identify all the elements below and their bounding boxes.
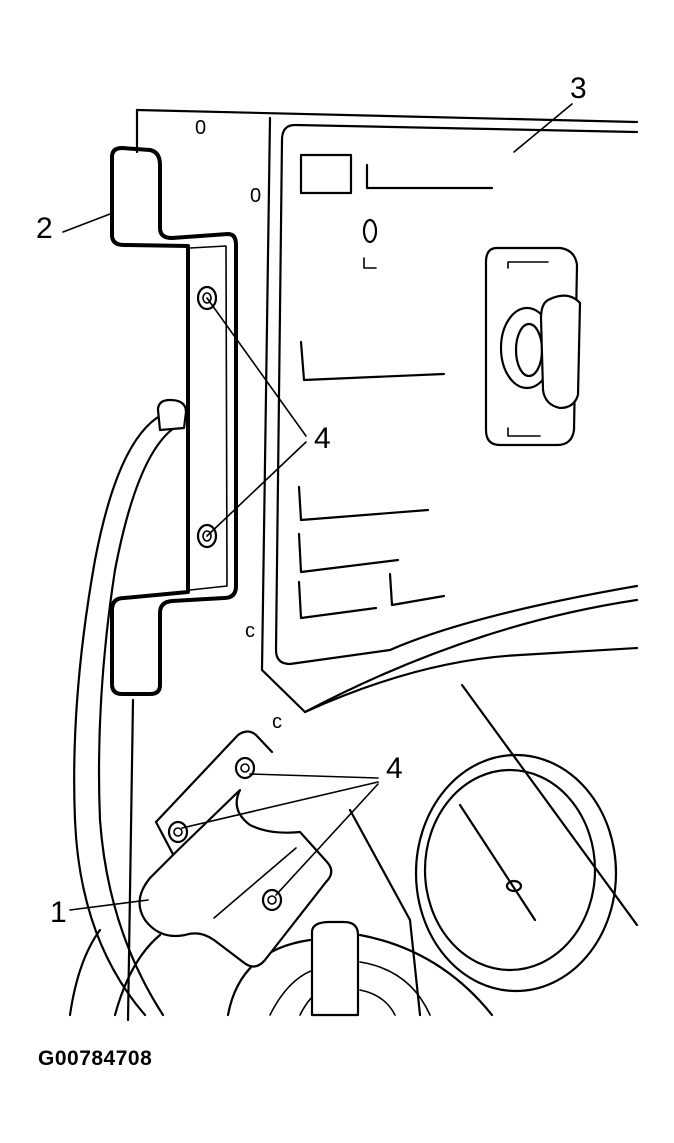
figure-id: G00784708 <box>38 1047 153 1070</box>
callout-3: 3 <box>570 72 587 105</box>
wire-harness <box>73 410 179 1017</box>
instrument-area <box>303 646 639 1017</box>
panel-mark-4: c <box>272 711 282 733</box>
headlamp-switch <box>484 246 582 447</box>
callout-4-upper: 4 <box>314 422 331 455</box>
panel-mark-3: c <box>245 620 255 642</box>
callout-2: 2 <box>36 212 53 245</box>
knee-bolster-bracket <box>138 730 333 968</box>
trim-panel <box>274 123 639 714</box>
bracket <box>110 146 238 696</box>
panel-mark-2: 0 <box>250 185 261 207</box>
callout-4-lower: 4 <box>386 752 403 785</box>
panel-mark-1: 0 <box>195 117 206 139</box>
callout-1: 1 <box>50 896 67 929</box>
leader-lines <box>62 103 573 911</box>
